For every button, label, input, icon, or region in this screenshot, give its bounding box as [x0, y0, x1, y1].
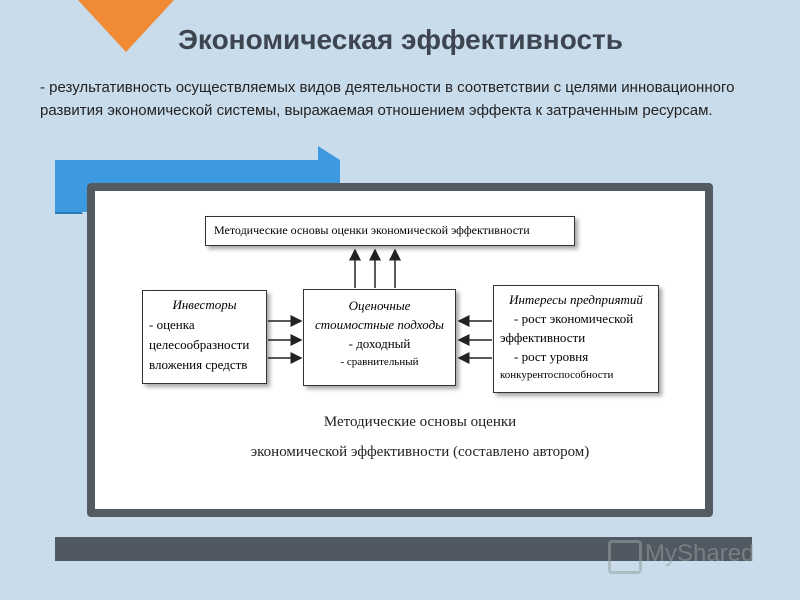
middle-box-line: - доходный: [348, 336, 411, 351]
left-box-investors: Инвесторы - оценка целесообразности влож…: [142, 290, 267, 384]
diagram-caption-line-1: Методические основы оценки: [323, 414, 517, 430]
right-box-line: конкурентоспособности: [500, 369, 614, 381]
left-box-line: целесообразности: [149, 337, 250, 352]
watermark-icon: [608, 540, 642, 574]
right-box-header: Интересы предприятий: [509, 292, 643, 307]
right-box-enterprise-interests: Интересы предприятий - рост экономическо…: [493, 285, 659, 393]
left-box-header: Инвесторы: [172, 297, 237, 312]
ribbon-tip-decoration: [318, 146, 340, 160]
top-box-label: Методические основы оценки экономической…: [214, 223, 530, 237]
middle-box-header: Оценочные: [348, 298, 411, 313]
middle-box-line: - сравнительный: [340, 356, 419, 368]
watermark-text: MyShared: [645, 540, 755, 567]
diagram-caption-line-2: экономической эффективности (составлено …: [250, 444, 590, 460]
right-box-line: - рост экономической: [514, 311, 634, 326]
top-box-methodology: Методические основы оценки экономической…: [205, 216, 575, 246]
corner-triangle-decoration: [78, 0, 174, 52]
slide-title: Экономическая эффективность: [178, 24, 623, 55]
definition-text: - результативность осуществляемых видов …: [40, 79, 735, 119]
right-box-line: эффективности: [500, 330, 586, 345]
right-box-line: - рост уровня: [514, 349, 589, 364]
middle-box-header: стоимостные подходы: [315, 317, 444, 332]
left-box-line: - оценка: [149, 317, 195, 332]
left-box-line: вложения средств: [149, 357, 248, 372]
middle-box-approaches: Оценочные стоимостные подходы - доходный…: [303, 289, 456, 386]
